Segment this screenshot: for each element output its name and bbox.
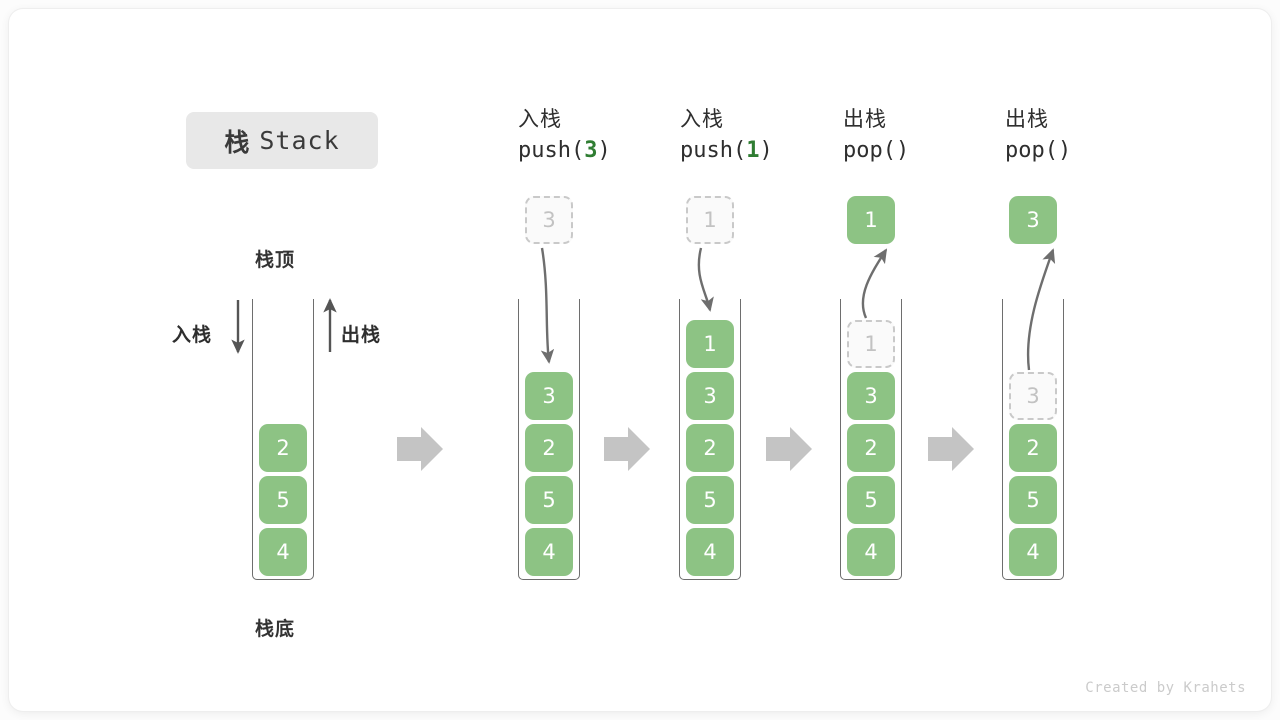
- code-pre: push(: [518, 137, 585, 163]
- code-post: ): [759, 137, 773, 163]
- incoming-element: 3: [525, 196, 573, 244]
- stack-top-label: 栈顶: [255, 250, 296, 271]
- stack-cell: 5: [1009, 476, 1057, 524]
- removed-element-ghost: 1: [847, 320, 895, 368]
- step-header-push-3: 入栈 push(3): [518, 105, 611, 166]
- step-header-code: pop(): [1005, 135, 1071, 166]
- step-header-code: pop(): [843, 135, 909, 166]
- code-pre: pop(: [1005, 137, 1058, 163]
- code-arg: 1: [746, 137, 760, 163]
- step-header-cn: 出栈: [1005, 108, 1049, 131]
- stack-cell: 5: [525, 476, 573, 524]
- removed-element-ghost: 3: [1009, 372, 1057, 420]
- footer-credit: Created by Krahets: [1085, 680, 1246, 696]
- stack-cell: 1: [686, 320, 734, 368]
- stack-cell: 5: [259, 476, 307, 524]
- popped-element: 1: [847, 196, 895, 244]
- step-header-code: push(1): [680, 135, 773, 166]
- step-header-code: push(3): [518, 135, 611, 166]
- code-pre: push(: [680, 137, 747, 163]
- stack-cell: 2: [1009, 424, 1057, 472]
- title-cn: 栈: [224, 128, 251, 157]
- stack-container: [518, 299, 580, 580]
- push-direction-label: 入栈: [172, 325, 213, 346]
- stack-cell: 3: [686, 372, 734, 420]
- stack-cell: 5: [686, 476, 734, 524]
- stack-bottom-label: 栈底: [255, 619, 296, 640]
- stack-cell: 4: [686, 528, 734, 576]
- stack-container: [840, 299, 902, 580]
- stack-cell: 5: [847, 476, 895, 524]
- pop-direction-label: 出栈: [341, 325, 382, 346]
- stack-cell: 4: [525, 528, 573, 576]
- stack-cell: 2: [525, 424, 573, 472]
- title-en: Stack: [259, 126, 340, 155]
- stack-cell: 2: [259, 424, 307, 472]
- code-post: ): [597, 137, 611, 163]
- step-header-cn: 出栈: [843, 108, 887, 131]
- stack-container: [679, 299, 741, 580]
- stack-cell: 4: [259, 528, 307, 576]
- stack-cell: 4: [1009, 528, 1057, 576]
- stack-cell: 3: [525, 372, 573, 420]
- step-header-pop-1: 出栈 pop(): [843, 105, 909, 166]
- stack-container: [1002, 299, 1064, 580]
- popped-element: 3: [1009, 196, 1057, 244]
- step-header-cn: 入栈: [680, 108, 724, 131]
- stack-cell: 2: [847, 424, 895, 472]
- code-post: ): [895, 137, 910, 163]
- code-pre: pop(: [843, 137, 896, 163]
- step-header-push-1: 入栈 push(1): [680, 105, 773, 166]
- code-post: ): [1057, 137, 1072, 163]
- stack-cell: 4: [847, 528, 895, 576]
- code-arg: 3: [584, 137, 598, 163]
- title-badge: 栈 Stack: [186, 112, 378, 169]
- step-header-pop-3: 出栈 pop(): [1005, 105, 1071, 166]
- step-header-cn: 入栈: [518, 108, 562, 131]
- stack-container: [252, 299, 314, 580]
- stack-cell: 2: [686, 424, 734, 472]
- stack-cell: 3: [847, 372, 895, 420]
- incoming-element: 1: [686, 196, 734, 244]
